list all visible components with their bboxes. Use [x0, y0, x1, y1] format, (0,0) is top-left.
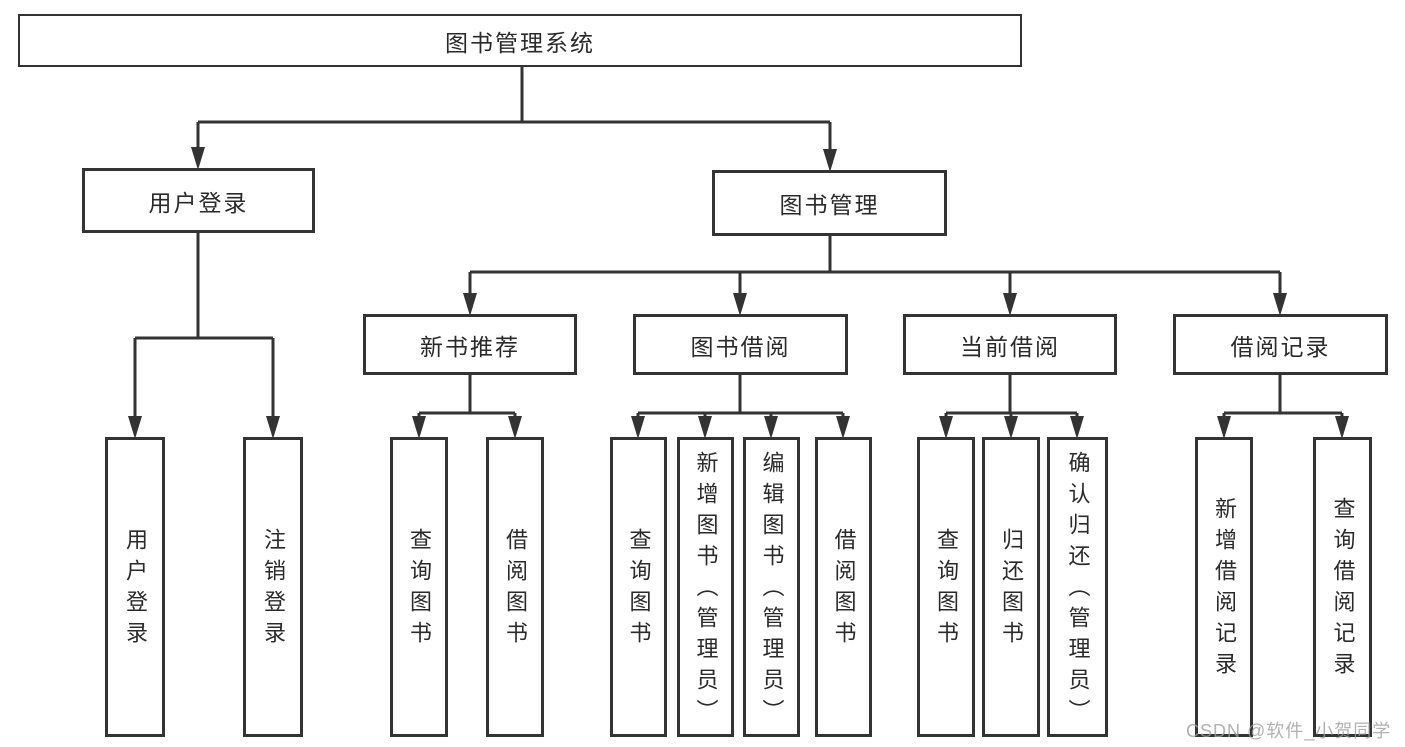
arrow-icon [698, 416, 712, 439]
leaf-logout: 注销登录 [243, 437, 303, 737]
arrow-icon [191, 147, 205, 170]
leaf-query-book-recommend: 查询图书 [390, 437, 448, 737]
arrow-icon [939, 416, 953, 439]
arrow-icon [1273, 293, 1287, 316]
arrow-icon [266, 416, 280, 439]
arrow-icon [1335, 416, 1349, 439]
node-root-system: 图书管理系统 [18, 14, 1022, 67]
leaf-query-book-current: 查询图书 [917, 437, 975, 737]
leaf-add-book-admin: 新增图书（管理员） [677, 437, 734, 737]
arrow-icon [463, 293, 477, 316]
leaf-user-login: 用户登录 [105, 437, 165, 737]
leaf-return-book: 归还图书 [982, 437, 1040, 737]
csdn-watermark: CSDN @软件_小贺同学 [1186, 721, 1392, 741]
node-user-login-branch: 用户登录 [82, 168, 315, 233]
leaf-borrow-book-recommend: 借阅图书 [486, 437, 544, 737]
arrow-icon [764, 416, 778, 439]
leaf-query-borrow-record: 查询借阅记录 [1313, 437, 1372, 737]
node-book-management: 图书管理 [712, 170, 947, 236]
arrow-icon [823, 149, 837, 172]
arrow-icon [1004, 416, 1018, 439]
node-current-borrowing: 当前借阅 [903, 314, 1117, 375]
arrow-icon [412, 416, 426, 439]
leaf-borrow-book-borrowing: 借阅图书 [815, 437, 872, 737]
arrow-icon [1217, 416, 1231, 439]
node-borrowing-records: 借阅记录 [1173, 314, 1388, 375]
leaf-confirm-return-admin: 确认归还（管理员） [1047, 437, 1108, 737]
leaf-query-book-borrowing: 查询图书 [610, 437, 667, 737]
arrow-icon [1070, 416, 1084, 439]
leaf-add-borrow-record: 新增借阅记录 [1195, 437, 1253, 737]
arrow-icon [1003, 293, 1017, 316]
arrow-icon [836, 416, 850, 439]
leaf-edit-book-admin: 编辑图书（管理员） [743, 437, 800, 737]
arrow-icon [128, 416, 142, 439]
arrowheads [128, 147, 1349, 439]
arrow-icon [631, 416, 645, 439]
node-book-borrowing: 图书借阅 [633, 314, 848, 375]
node-new-book-recommend: 新书推荐 [363, 314, 577, 375]
arrow-icon [508, 416, 522, 439]
arrow-icon [733, 293, 747, 316]
